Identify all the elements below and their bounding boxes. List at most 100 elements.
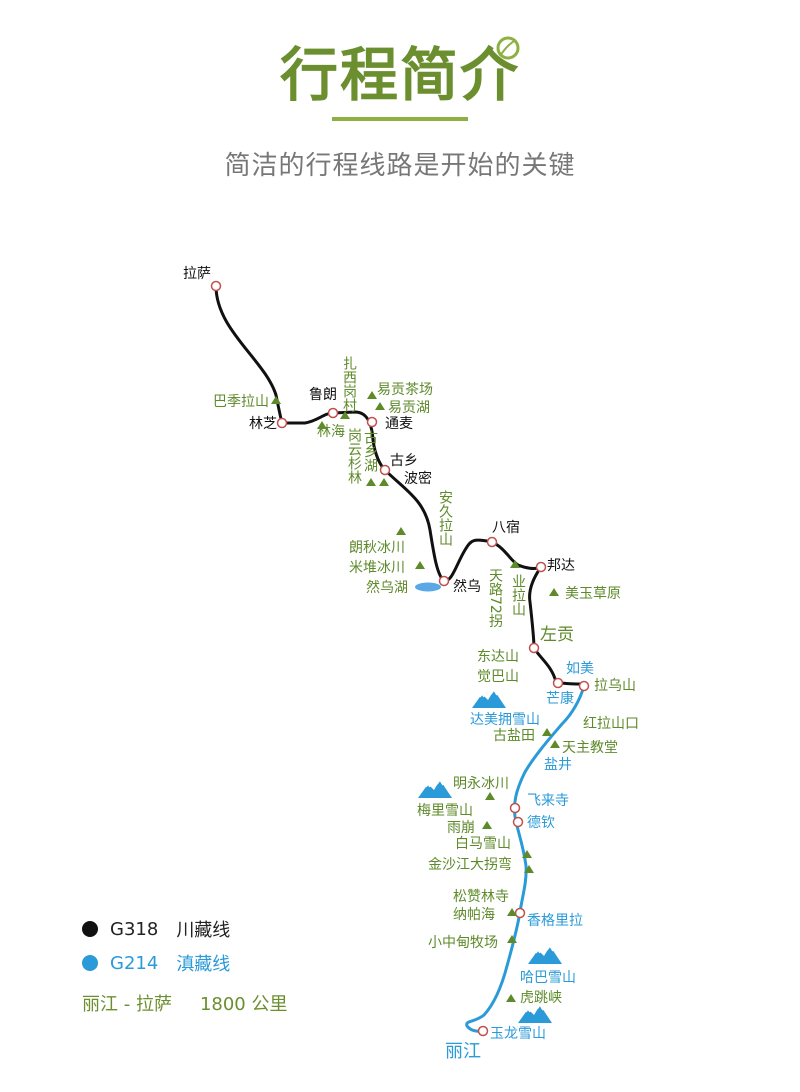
legend-g214-name: 滇藏线: [176, 954, 231, 975]
title-underline: [332, 117, 468, 121]
snow-mountain-icon: [418, 778, 452, 798]
snow-mountain-icon: [472, 688, 506, 708]
mountain-triangle-icon: [482, 821, 492, 829]
label-ranwu-lake: 然乌湖: [366, 579, 408, 596]
label-napa-lake: 纳帕海: [453, 907, 495, 923]
mountain-triangle-icon: [549, 588, 559, 596]
leaf-icon: [496, 36, 520, 60]
label-midui-glacier: 米堆冰川: [349, 560, 405, 576]
label-lawu-mountain: 拉乌山: [594, 678, 636, 694]
label-zhaxi-gangcun: 扎西岗村: [341, 356, 357, 412]
mountain-triangle-icon: [550, 740, 560, 748]
label-mingyong-glacier: 明永冰川: [453, 776, 509, 792]
label-yigong-tea: 易贡茶场: [377, 382, 433, 398]
label-bomi: 波密: [404, 470, 432, 487]
point-rumei: [578, 680, 590, 692]
label-hongla-pass: 红拉山口: [583, 716, 639, 732]
label-deqin: 德钦: [527, 815, 555, 831]
label-yulong-snow: 玉龙雪山: [490, 1026, 546, 1042]
label-yanjing: 盐井: [544, 757, 572, 773]
legend-g318: G318 川藏线: [82, 916, 230, 942]
label-meiyu-grassland: 美玉草原: [565, 586, 621, 602]
label-tongmai: 通麦: [385, 416, 413, 432]
route-points: [210, 280, 590, 1037]
legend-g214-code: G214: [110, 952, 159, 974]
legend-g214: G214 滇藏线: [82, 950, 230, 976]
point-guxiang: [379, 464, 391, 476]
mountain-triangle-icon: [379, 478, 389, 486]
label-meili-snow: 梅里雪山: [417, 803, 473, 819]
ranwu-lake-shape: [415, 582, 441, 592]
distance-route: 丽江 - 拉萨: [82, 994, 172, 1015]
g214-route-line: [465, 684, 586, 1033]
scenic-markers: [271, 391, 560, 1002]
legend-g318-code: G318: [110, 918, 159, 940]
snow-mountain-icon: [518, 1003, 552, 1023]
label-langqiu-glacier: 朗秋冰川: [349, 540, 405, 556]
label-guxiang-lake: 古乡湖: [362, 430, 378, 473]
snow-mountain-icon: [528, 944, 562, 964]
label-xiaozhongdian: 小中甸牧场: [428, 935, 498, 951]
mountain-triangle-icon: [340, 411, 350, 419]
mountain-triangle-icon: [524, 865, 534, 873]
label-lijiang: 丽江: [445, 1041, 481, 1062]
point-zuogong: [528, 642, 540, 654]
mountain-triangle-icon: [510, 560, 520, 568]
route-distance: 丽江 - 拉萨 1800 公里: [82, 990, 287, 1016]
point-feilai: [509, 802, 521, 814]
label-lulang: 鲁朗: [309, 387, 337, 403]
mountain-triangle-icon: [506, 994, 516, 1002]
point-lulang: [327, 407, 339, 419]
label-tianlu-72: 天路72拐: [487, 568, 503, 628]
label-ranwu: 然乌: [453, 578, 481, 595]
mountain-triangle-icon: [367, 391, 377, 399]
mountain-triangle-icon: [415, 561, 425, 569]
point-linzhi: [276, 417, 288, 429]
black-dot-icon: [82, 921, 98, 937]
label-baima-snow: 白马雪山: [455, 836, 511, 852]
label-baji-la: 巴季拉山: [213, 394, 269, 410]
legend-g318-name: 川藏线: [176, 920, 231, 941]
point-mangkang: [552, 677, 564, 689]
page-title: 行程简介: [279, 41, 520, 109]
label-tiger-leaping: 虎跳峡: [520, 990, 562, 1006]
label-jueba-mountain: 觉巴山: [477, 669, 519, 685]
mountain-triangle-icon: [507, 935, 517, 943]
mountain-triangle-icon: [375, 402, 385, 410]
label-mangkang: 芒康: [546, 690, 574, 707]
label-jinsha-bend: 金沙江大拐弯: [428, 856, 512, 873]
point-lhasa: [210, 280, 222, 292]
label-catholic-church: 天主教堂: [562, 740, 618, 756]
point-basu: [486, 536, 498, 548]
mountain-triangle-icon: [522, 850, 532, 858]
label-yubeng: 雨崩: [447, 820, 475, 836]
label-linzhi: 林芝: [249, 416, 277, 432]
point-deqin: [512, 816, 524, 828]
label-basu: 八宿: [492, 519, 520, 536]
point-ranwu: [438, 575, 450, 587]
snow-mountain-icons: [418, 688, 562, 1023]
label-lhasa: 拉萨: [183, 266, 211, 282]
label-bangda: 邦达: [547, 558, 575, 574]
mountain-triangle-icon: [317, 421, 327, 429]
label-shangri-la: 香格里拉: [527, 913, 583, 929]
mountain-triangle-icon: [271, 396, 281, 404]
label-zuogong: 左贡: [540, 625, 574, 645]
label-linhai: 林海: [317, 424, 345, 440]
g318-route-line: [214, 284, 588, 686]
label-rumei: 如美: [566, 661, 594, 677]
label-feilai-temple: 飞来寺: [527, 793, 569, 809]
label-yela-mountain: 业拉山: [510, 574, 526, 616]
distance-value: 1800 公里: [199, 994, 288, 1015]
label-dameiyong: 达美拥雪山: [470, 712, 540, 728]
mountain-triangle-icon: [396, 527, 406, 535]
mountain-triangle-icon: [542, 728, 552, 736]
mountain-triangle-icon: [485, 792, 495, 800]
point-shangri-la: [514, 907, 526, 919]
label-guxiang: 古乡: [390, 453, 418, 469]
mountain-triangle-icon: [366, 478, 376, 486]
label-dongda-mountain: 东达山: [477, 649, 519, 665]
blue-dot-icon: [82, 955, 98, 971]
page-subtitle: 简洁的行程线路是开始的关键: [224, 151, 576, 181]
label-yigong-lake: 易贡湖: [388, 400, 430, 416]
